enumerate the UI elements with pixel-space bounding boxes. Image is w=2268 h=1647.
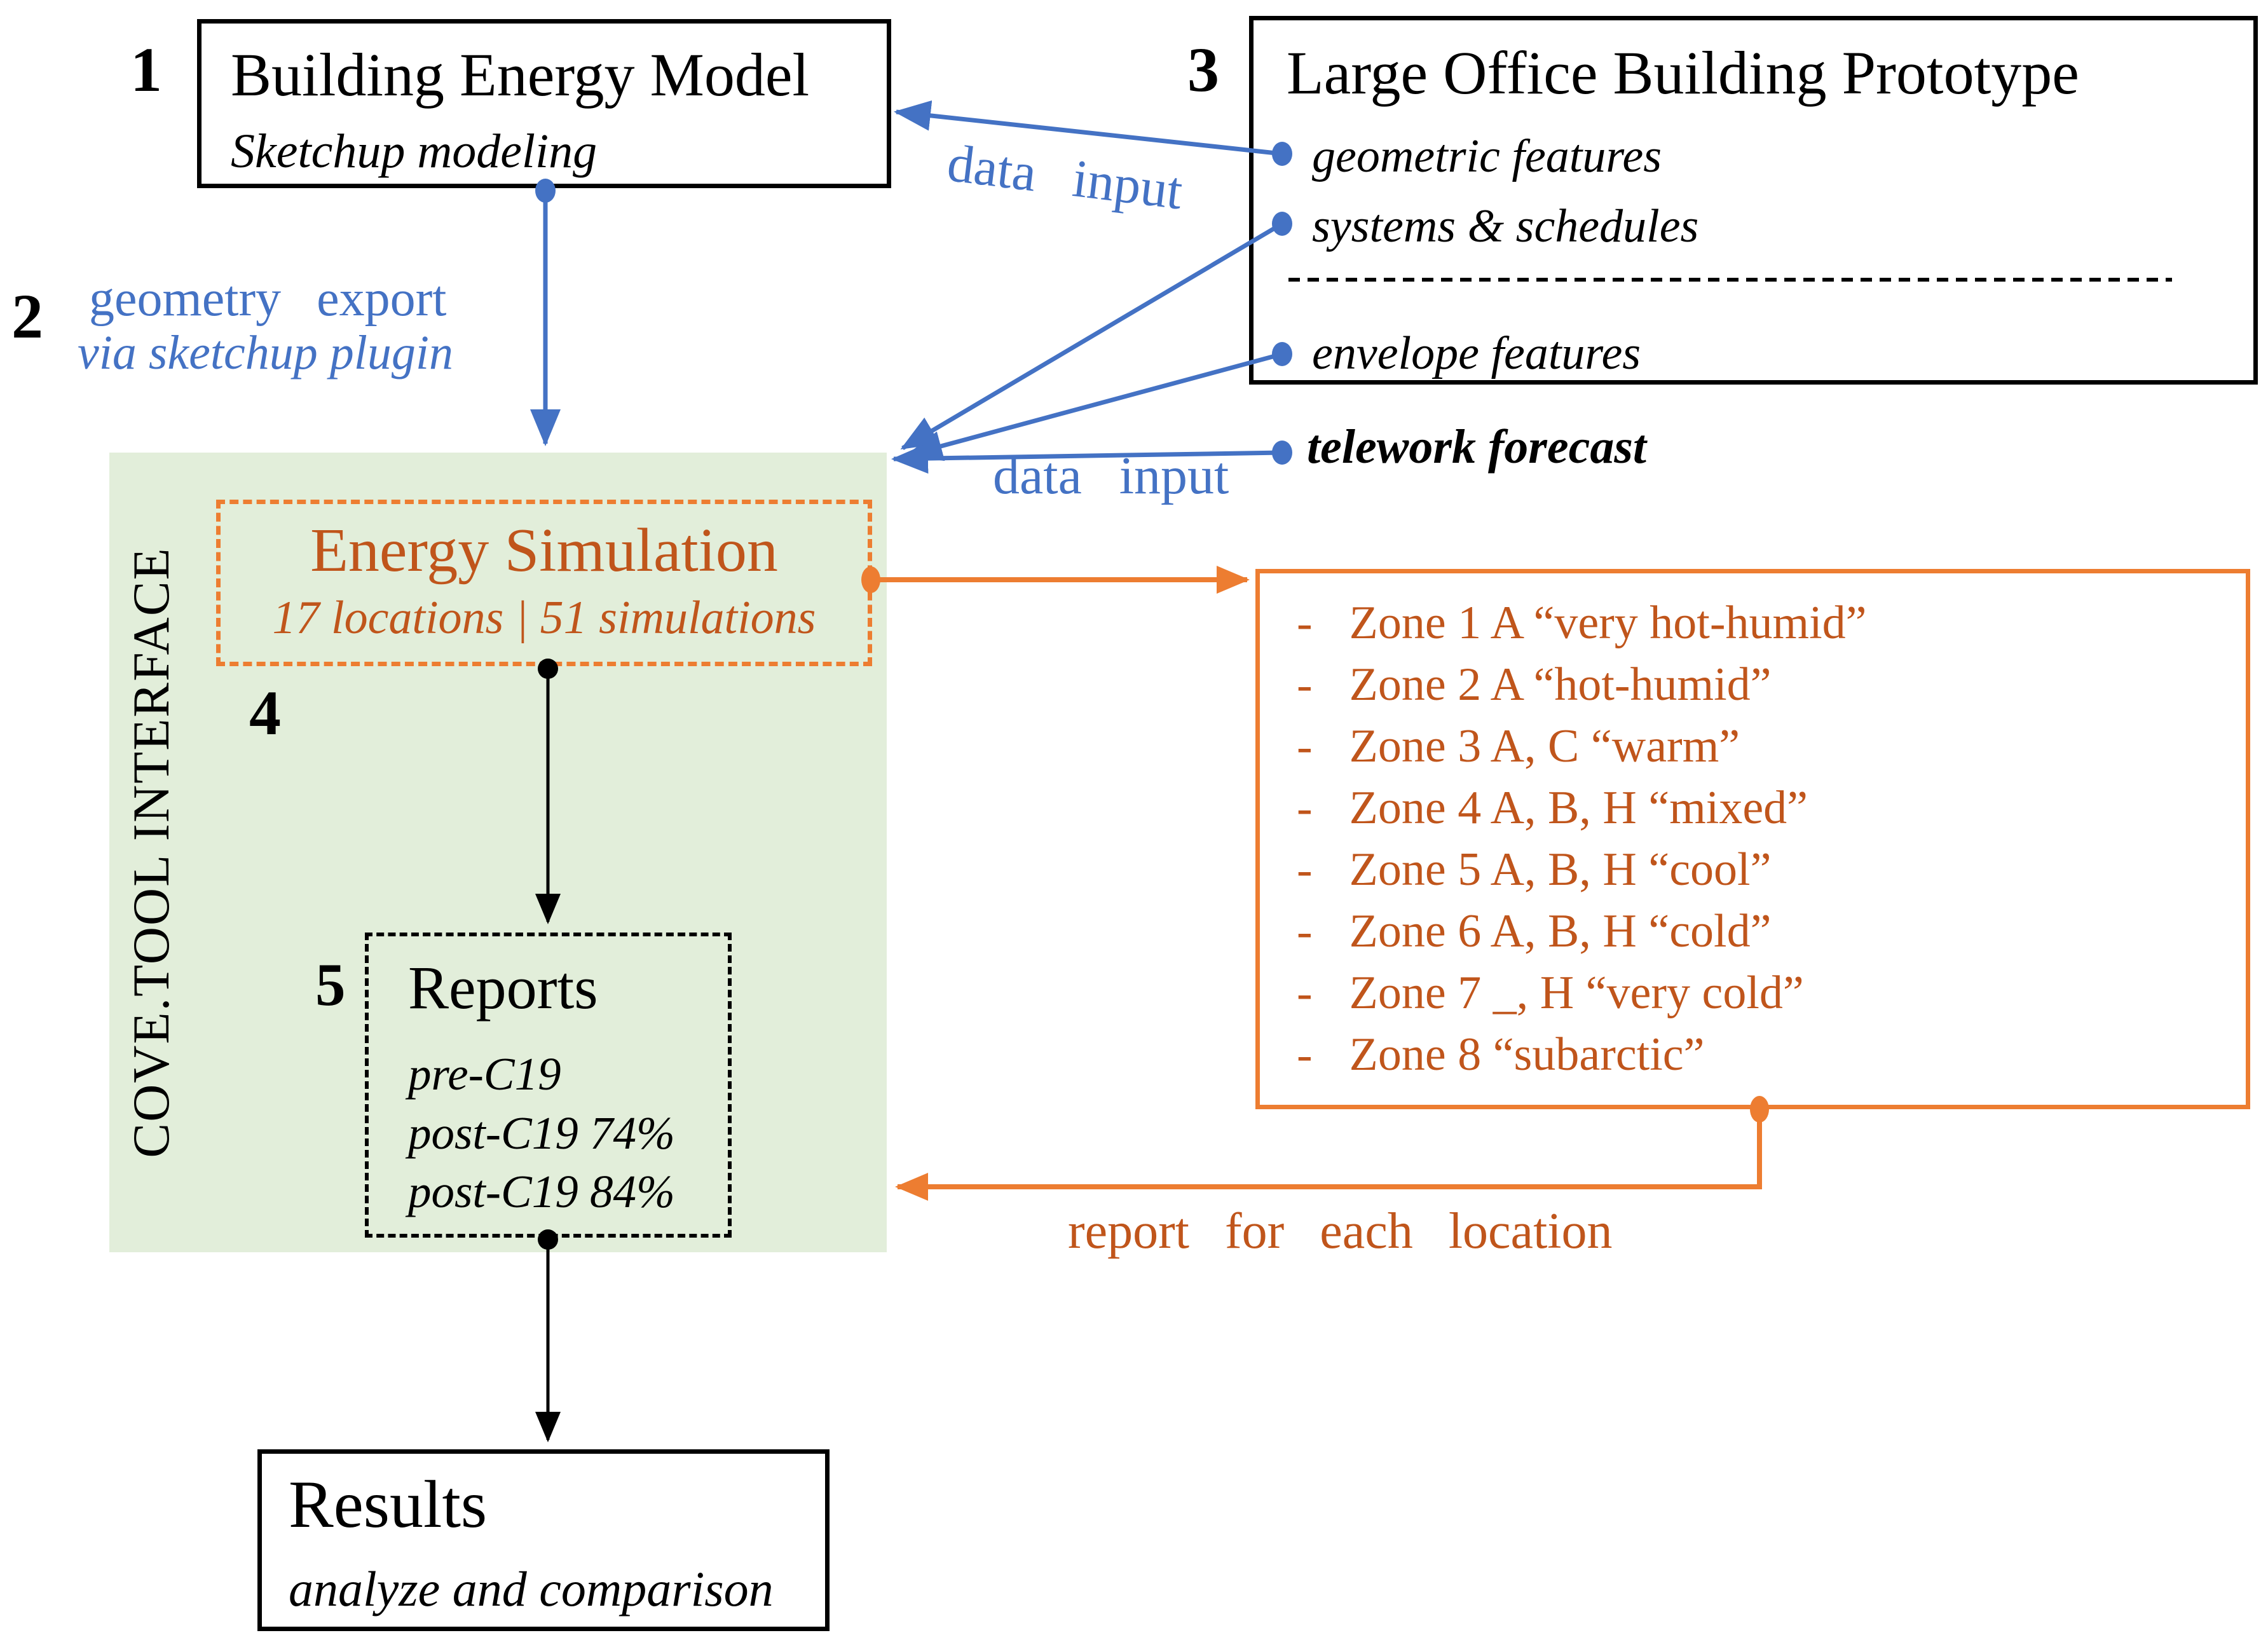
reports-title: Reports: [408, 953, 598, 1022]
zone-bullet: -: [1297, 844, 1313, 896]
zone-bullet: -: [1297, 782, 1313, 834]
energy-simulation-title: Energy Simulation: [310, 516, 778, 585]
bullet-dot-telework-forecast: [1272, 441, 1292, 465]
step-number-4: 4: [249, 678, 281, 748]
zone-label: Zone 2 A “hot-humid”: [1349, 659, 1772, 711]
prototype-feature-systems: systems & schedules: [1312, 200, 1699, 252]
data-input-label-top: data input: [944, 133, 1186, 221]
step-number-3: 3: [1187, 34, 1219, 105]
climate-zone-box: -Zone 1 A “very hot-humid” -Zone 2 A “ho…: [1255, 569, 2250, 1109]
zone-list-item: -Zone 6 A, B, H “cold”: [1297, 905, 1771, 959]
reports-line-post-c19-84: post-C19 84%: [408, 1166, 675, 1217]
arrow-data-input-envelope: [905, 352, 1283, 461]
prototype-divider: [1288, 278, 2172, 282]
zone-bullet: -: [1297, 720, 1313, 772]
geometry-export-label: geometry export: [89, 271, 447, 327]
results-subtitle: analyze and comparison: [289, 1561, 774, 1616]
building-energy-model-box: Building Energy Model Sketchup modeling: [197, 19, 891, 188]
zone-list-item: -Zone 5 A, B, H “cool”: [1297, 843, 1771, 897]
zone-bullet: -: [1297, 905, 1313, 957]
zone-list-item: -Zone 4 A, B, H “mixed”: [1297, 781, 1808, 835]
data-input-label-bottom: data input: [993, 446, 1229, 505]
geometry-export-sublabel: via sketchup plugin: [78, 326, 453, 379]
zone-list-item: -Zone 2 A “hot-humid”: [1297, 658, 1772, 712]
telework-forecast-label: telework forecast: [1307, 420, 1647, 474]
step-number-1: 1: [130, 34, 162, 105]
zone-list-item: -Zone 3 A, C “warm”: [1297, 720, 1740, 774]
prototype-title: Large Office Building Prototype: [1287, 39, 2079, 107]
zone-label: Zone 8 “subarctic”: [1349, 1029, 1705, 1081]
building-energy-model-title: Building Energy Model: [231, 41, 810, 109]
step-number-5: 5: [315, 951, 346, 1018]
report-for-each-location-label: report for each location: [1068, 1203, 1613, 1259]
prototype-feature-geometric: geometric features: [1312, 130, 1662, 182]
energy-simulation-subtitle: 17 locations | 51 simulations: [272, 591, 816, 644]
energy-simulation-box: Energy Simulation 17 locations | 51 simu…: [216, 500, 872, 666]
reports-box: Reports pre-C19 post-C19 74% post-C19 84…: [365, 933, 732, 1238]
results-box: Results analyze and comparison: [257, 1449, 830, 1631]
zone-label: Zone 5 A, B, H “cool”: [1349, 844, 1772, 896]
zone-bullet: -: [1297, 659, 1313, 711]
reports-line-post-c19-74: post-C19 74%: [408, 1107, 675, 1159]
prototype-feature-envelope: envelope features: [1312, 327, 1641, 379]
zone-bullet: -: [1297, 1029, 1313, 1081]
results-title: Results: [289, 1467, 488, 1541]
cove-tool-panel-label: COVE.TOOL INTERFACE: [122, 547, 180, 1158]
arrow-zones-report-return: [895, 1109, 1762, 1201]
zone-label: Zone 7 _, H “very cold”: [1349, 967, 1804, 1019]
zone-list-item: -Zone 1 A “very hot-humid”: [1297, 596, 1866, 650]
arrow-data-input-systems: [900, 221, 1283, 451]
zone-bullet: -: [1297, 967, 1313, 1019]
reports-line-pre-c19: pre-C19: [408, 1048, 561, 1100]
step-number-2: 2: [11, 281, 43, 352]
zone-list-item: -Zone 7 _, H “very cold”: [1297, 966, 1804, 1020]
zone-list-item: -Zone 8 “subarctic”: [1297, 1028, 1705, 1082]
cove-tool-panel: [109, 453, 887, 1252]
prototype-box: Large Office Building Prototype geometri…: [1249, 16, 2258, 385]
building-energy-model-subtitle: Sketchup modeling: [231, 125, 598, 178]
zone-label: Zone 4 A, B, H “mixed”: [1349, 782, 1808, 834]
zone-label: Zone 1 A “very hot-humid”: [1349, 597, 1867, 649]
zone-bullet: -: [1297, 597, 1313, 649]
zone-label: Zone 6 A, B, H “cold”: [1349, 905, 1772, 957]
zone-label: Zone 3 A, C “warm”: [1349, 720, 1740, 772]
